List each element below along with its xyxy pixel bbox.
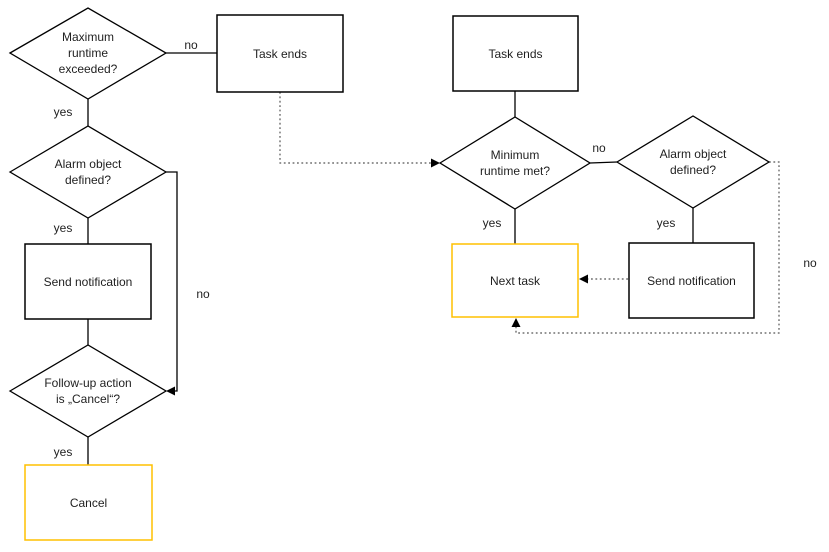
edge-label-no-alarm-left: no: [194, 287, 212, 301]
edge-label-no-maxruntime: no: [182, 38, 200, 52]
task-ends-right-box-shape: [452, 15, 579, 92]
task-ends-left-box-shape: [216, 14, 344, 93]
edge-label-yes-followup: yes: [51, 445, 75, 459]
max-runtime-decision-shape: [8, 7, 168, 100]
send-notification-right-box-shape: [628, 242, 755, 319]
edge-label-yes-alarm-right: yes: [654, 216, 678, 230]
send-notification-left-box-shape: [24, 243, 152, 320]
edge-label-yes-maxruntime: yes: [51, 105, 75, 119]
arrowhead-into-nexttask-bottom-icon: [511, 318, 521, 327]
edge-label-no-loop: no: [801, 256, 819, 270]
followup-cancel-decision-shape: [8, 344, 168, 438]
edge-label-yes-alarm-left: yes: [51, 221, 75, 235]
next-task-box-shape: [451, 243, 579, 318]
edge-label-no-minruntime: no: [590, 141, 608, 155]
edge-label-yes-minruntime: yes: [480, 216, 504, 230]
min-runtime-decision-shape: [438, 116, 592, 210]
cancel-box-shape: [24, 464, 153, 541]
arrowhead-into-minruntime-icon: [431, 158, 440, 168]
connector-minruntime-no-to-alarm: [589, 161, 618, 164]
dotted-connector-alarm-no-loop-to-nexttask: [515, 161, 780, 334]
alarm-defined-left-decision-shape: [8, 125, 168, 219]
arrowhead-into-followup-icon: [166, 386, 175, 396]
dotted-connector-taskends-to-minruntime: [279, 92, 433, 164]
connector-alarm-no-to-followup: [166, 171, 178, 392]
arrowhead-into-nexttask-right-icon: [579, 274, 588, 284]
alarm-defined-right-decision-shape: [615, 115, 771, 209]
